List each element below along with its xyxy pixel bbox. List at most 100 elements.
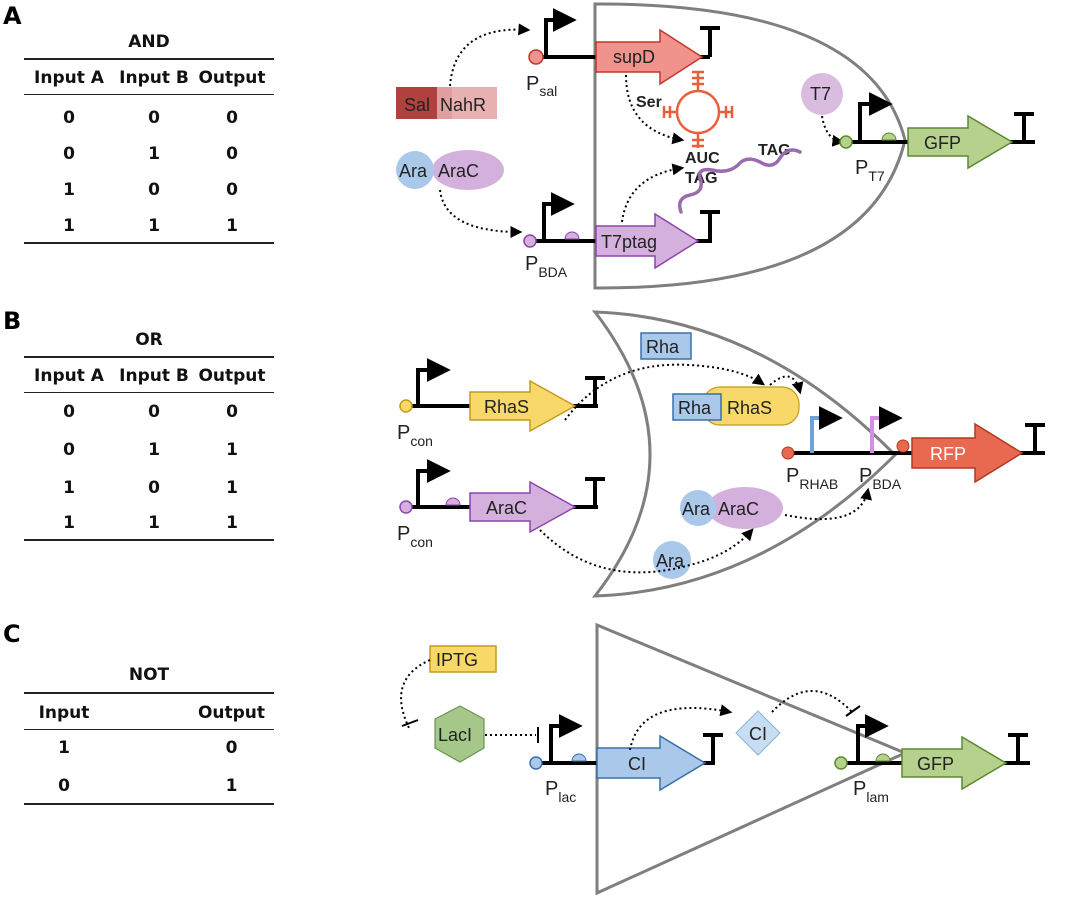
terminator [1008, 733, 1028, 763]
ara-label: Ara [656, 551, 685, 571]
rha-label: Rha [678, 398, 712, 418]
table-cell: 0 [63, 440, 75, 460]
nahr-label: NahR [440, 95, 486, 115]
p-con-label: Pcon [397, 422, 433, 449]
table-rule [24, 803, 274, 805]
rhas-gene [469, 379, 577, 433]
terminator [700, 26, 720, 57]
table-cell: 0 [226, 402, 238, 422]
terminator [700, 210, 720, 241]
table-cell: 1 [63, 216, 75, 236]
operator-site [523, 234, 537, 248]
table-cell: 1 [63, 478, 75, 498]
activation-arrow [439, 189, 523, 238]
table-cell: 1 [63, 180, 75, 200]
table-cell: 1 [226, 216, 238, 236]
operator-site [896, 439, 910, 453]
t7-label: T7 [810, 84, 831, 104]
rha-molecule [640, 332, 692, 360]
table-cell: 1 [225, 776, 238, 796]
iptg-molecule [429, 645, 497, 673]
mrna-strand [677, 148, 802, 214]
promoter-arrow [416, 459, 451, 507]
terminator [1014, 112, 1034, 142]
gfp-gene [901, 735, 1008, 791]
iptg-label: IPTG [436, 650, 478, 670]
rbs [445, 497, 461, 506]
operator-site [529, 756, 543, 770]
supd-gene [595, 28, 704, 86]
header-output: Output [197, 703, 266, 723]
arac-protein [432, 150, 504, 190]
t7ptag-label: T7ptag [601, 232, 657, 252]
table-rule [24, 242, 274, 244]
ser-label: Ser [636, 94, 662, 111]
operator-site [834, 756, 848, 770]
table-cell: 0 [148, 108, 160, 128]
table-cell: 0 [148, 402, 160, 422]
expression-arrow [629, 704, 733, 751]
table-cell: 1 [148, 144, 160, 164]
promoter-arrow [544, 8, 577, 57]
expression-arrow [625, 74, 685, 145]
ara-molecule [653, 541, 691, 579]
table-rule [24, 356, 274, 358]
promoter-arrow [858, 92, 893, 142]
p-sal-label: Psal [526, 73, 557, 99]
or-gate-outline [591, 310, 898, 598]
rfp-label: RFP [930, 444, 966, 464]
t7-polymerase [801, 73, 843, 115]
operator-site [528, 49, 544, 65]
repression-bar [845, 705, 861, 717]
terminator [703, 733, 723, 763]
ci-protein [735, 710, 781, 756]
ara-label: Ara [399, 161, 428, 181]
ara-molecule [680, 490, 716, 526]
ara-label: Ara [682, 499, 711, 519]
panel-label-b: B [3, 307, 22, 335]
table-cell: 0 [63, 144, 75, 164]
table-rule [24, 539, 274, 541]
table-cell: 0 [226, 180, 238, 200]
operator-site [839, 135, 853, 149]
p-bda-label: PBDA [859, 465, 902, 492]
arac-protein [707, 487, 783, 529]
induction-arrow [539, 528, 754, 574]
trna-icon [662, 70, 734, 148]
promoter-arrow [856, 714, 889, 763]
panel-label-c: C [3, 620, 21, 648]
supd-label: supD [613, 47, 655, 67]
table-cell: 0 [63, 402, 75, 422]
nahr-protein [437, 87, 497, 119]
not-gate-diagram: IPTG LacI CI Plac CI GFP Plam [400, 622, 1030, 896]
repression-bar [401, 719, 419, 727]
rha-molecule [672, 393, 722, 421]
table-cell: 0 [148, 478, 160, 498]
table-cell: 0 [225, 738, 238, 758]
gfp-gene [907, 114, 1014, 170]
table-cell: 0 [226, 144, 238, 164]
table-cell: 1 [148, 216, 160, 236]
table-rule [24, 94, 274, 95]
header-input: Input [38, 703, 90, 723]
table-rule [24, 729, 274, 730]
or-truth-table: OR Input A Input B Output 0 0 0 0 1 1 1 … [24, 328, 274, 543]
sal-label: Sal [404, 95, 430, 115]
table-cell: 0 [148, 180, 160, 200]
table-cell: 1 [63, 513, 75, 533]
header-input-b: Input B [119, 68, 189, 88]
rbs [571, 753, 587, 762]
promoter-arrow [870, 406, 903, 453]
promoter-arrow [810, 406, 843, 453]
laci-protein [434, 705, 485, 763]
arac-gene-label: AraC [486, 498, 527, 518]
activation-arrow [784, 487, 872, 521]
gfp-label: GFP [917, 754, 954, 774]
terminator [1025, 423, 1045, 453]
header-output: Output [198, 68, 266, 88]
rhas-gene-label: RhaS [484, 397, 529, 417]
ara-molecule [396, 151, 434, 189]
ci-protein-label: CI [749, 724, 767, 744]
operator-site [781, 446, 795, 460]
